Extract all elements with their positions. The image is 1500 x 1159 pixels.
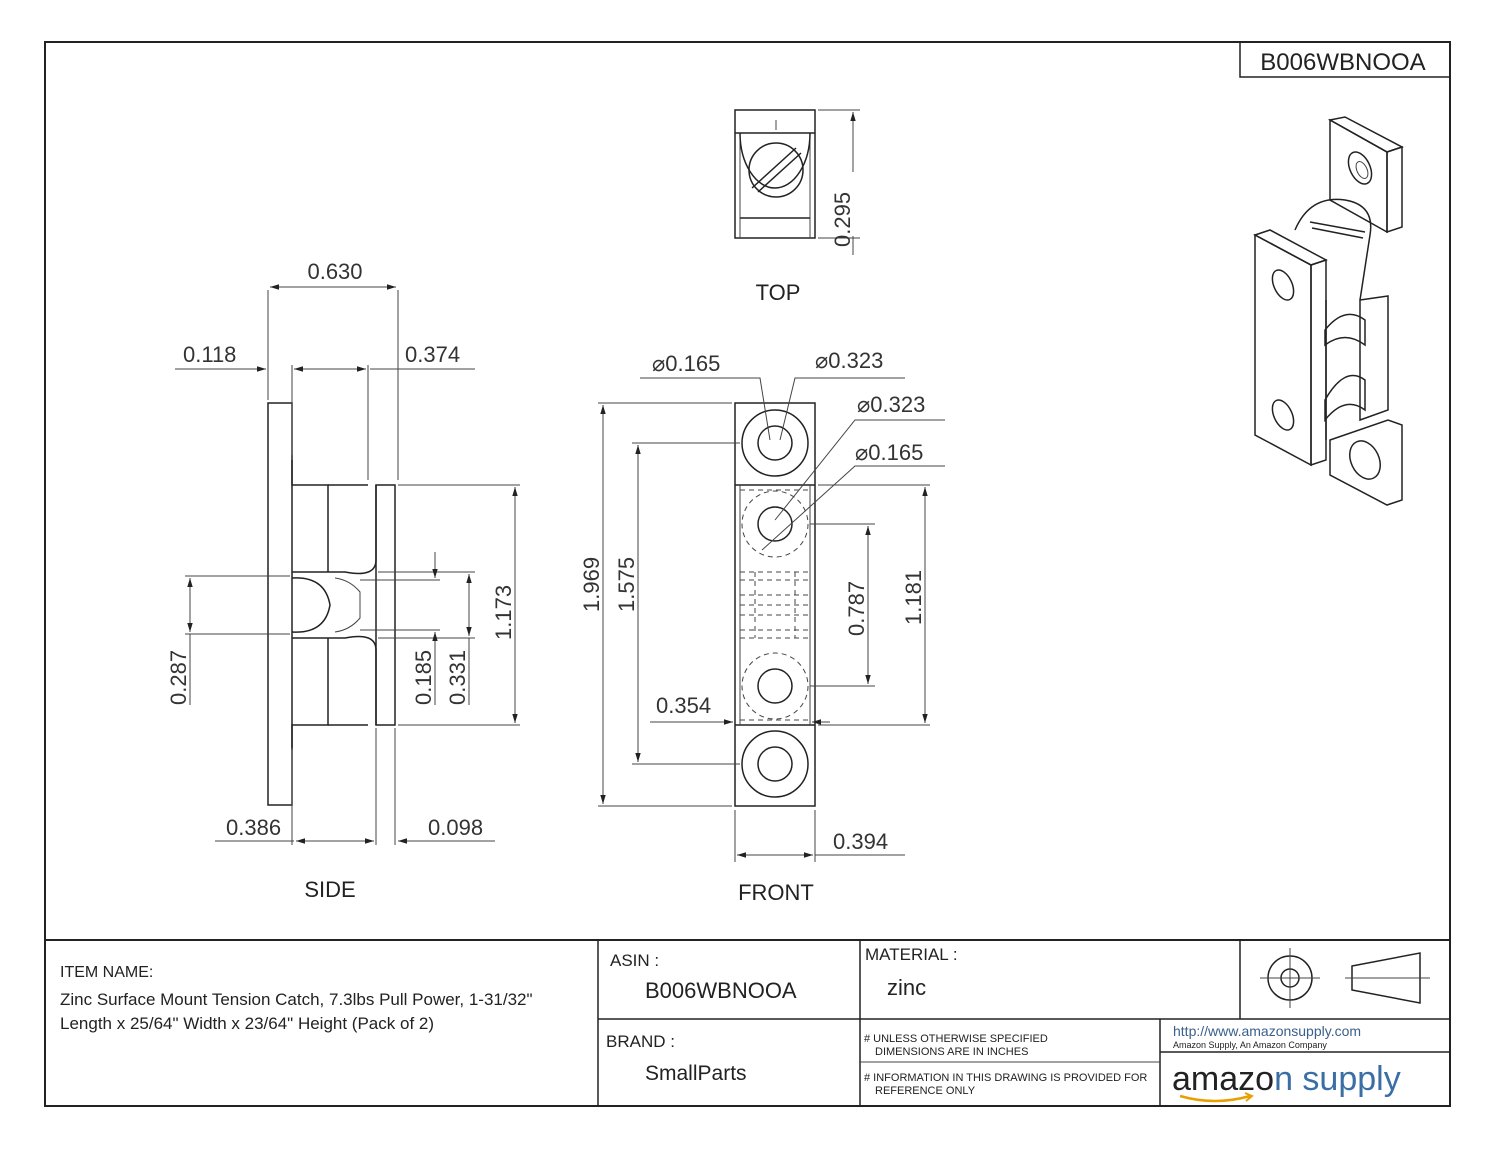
title-block: ITEM NAME: Zinc Surface Mount Tension Ca… (45, 939, 1450, 1106)
dim-front-overall-len: 1.969 (579, 557, 604, 612)
item-name-line1: Zinc Surface Mount Tension Catch, 7.3lbs… (60, 990, 533, 1009)
dim-top-height: 0.295 (830, 192, 855, 247)
side-view-label: SIDE (304, 877, 355, 902)
brand-value: SmallParts (645, 1062, 747, 1085)
asin-value: B006WBNOOA (645, 978, 797, 1003)
part-number-box (1239, 42, 1450, 78)
asin-label: ASIN : (610, 951, 659, 970)
top-view-label: TOP (756, 280, 801, 305)
smile-icon (1179, 1094, 1251, 1103)
front-view: ⌀0.165 ⌀0.323 ⌀0.323 ⌀0.165 1.969 1.575 … (579, 348, 945, 905)
part-number: B006WBNOOA (1260, 49, 1425, 76)
amazonsupply-logo: amazon supply (1172, 1060, 1401, 1098)
material-label: MATERIAL : (865, 945, 958, 964)
sheet-border (44, 41, 1451, 1107)
dim-side-flange: 0.118 (183, 342, 236, 367)
dim-front-ball-spacing: 0.787 (844, 581, 869, 636)
dim-side-ball-a: 0.287 (166, 650, 191, 705)
front-view-label: FRONT (738, 880, 814, 905)
dim-front-hole-spacing: 1.575 (614, 557, 639, 612)
brand-label: BRAND : (606, 1032, 675, 1051)
dim-side-base: 0.386 (226, 815, 281, 840)
dim-side-plate: 0.098 (428, 815, 483, 840)
dim-front-hole-dia: ⌀0.165 (652, 351, 720, 376)
dim-front-body-width: 0.354 (656, 693, 711, 718)
note2-line1: # INFORMATION IN THIS DRAWING IS PROVIDE… (864, 1072, 1147, 1084)
isometric-view (1253, 116, 1404, 506)
material-value: zinc (887, 975, 926, 1000)
dim-side-body-len: 1.173 (491, 585, 516, 640)
url-link[interactable]: http://www.amazonsupply.com (1173, 1023, 1361, 1039)
item-name-label: ITEM NAME: (60, 964, 153, 981)
dim-side-ball-c: 0.331 (445, 650, 470, 705)
top-view: 0.295 TOP (734, 109, 860, 305)
dim-front-cb-dia-2: ⌀0.323 (857, 392, 925, 417)
note2-line2: REFERENCE ONLY (875, 1085, 976, 1097)
side-view: 0.630 0.118 0.374 0.386 0.098 0.287 0.18… (166, 259, 520, 902)
dim-side-ball-b: 0.185 (411, 650, 436, 705)
item-name-line2: Length x 25/64" Width x 23/64" Height (P… (60, 1014, 434, 1033)
note1-line1: # UNLESS OTHERWISE SPECIFIED (864, 1033, 1048, 1045)
dim-side-body-depth: 0.374 (405, 342, 460, 367)
projection-symbol-icon (1260, 948, 1430, 1008)
dim-front-body-len: 1.181 (901, 570, 926, 625)
note1-line2: DIMENSIONS ARE IN INCHES (875, 1046, 1028, 1058)
company-text: Amazon Supply, An Amazon Company (1173, 1040, 1327, 1050)
dim-front-cb-dia: ⌀0.323 (815, 348, 883, 373)
dim-front-overall-width: 0.394 (833, 829, 888, 854)
dim-side-overall-depth: 0.630 (307, 259, 362, 284)
dim-front-hole-dia-2: ⌀0.165 (855, 440, 923, 465)
